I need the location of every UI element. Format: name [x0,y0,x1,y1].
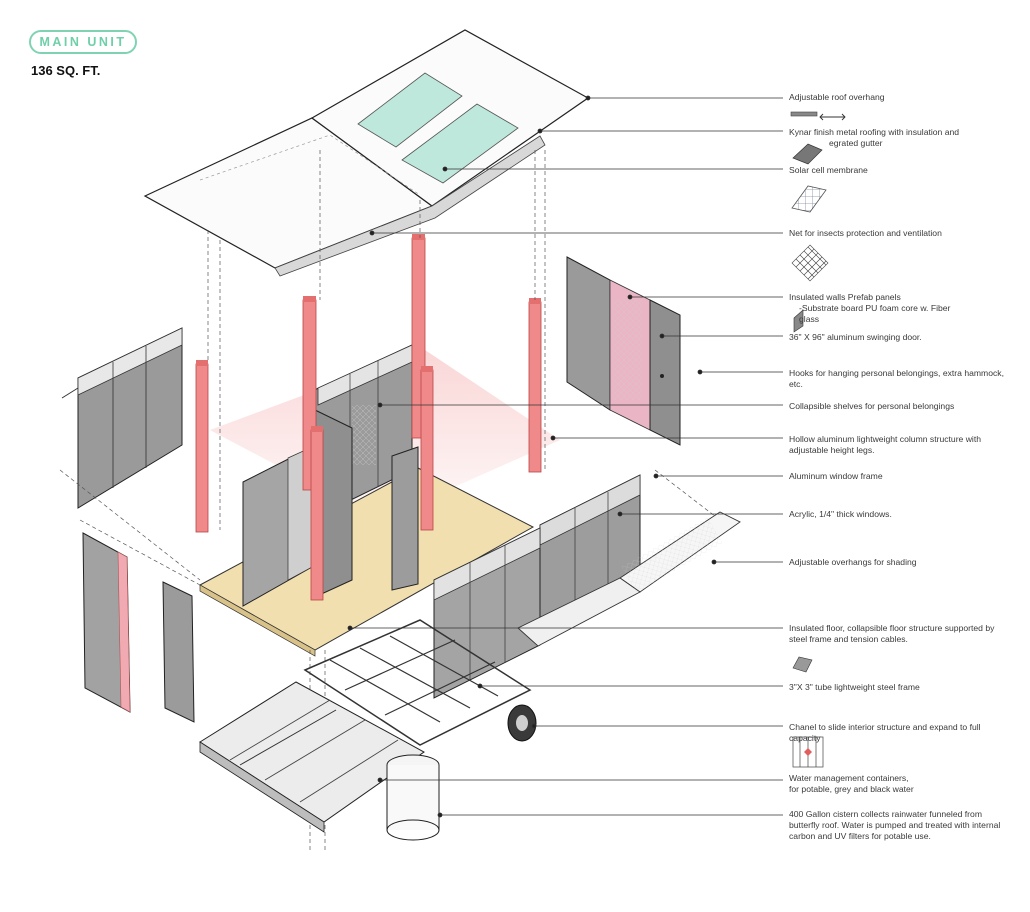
leader-dot-water-containers [377,777,383,783]
leader-dot-window-frame [653,473,659,479]
leader-dot-acrylic [617,511,623,517]
solar-grid-icon [791,185,827,213]
legend-icons [790,111,846,768]
label-line: Aluminum window frame [789,471,883,481]
label-line: -Substrate board PU foam core w. Fiber [799,303,951,313]
trailer-chassis [199,619,537,833]
metal-roofing-icon [792,143,823,165]
leader-dot-steel-frame [477,683,483,689]
label-roof-overhang: Adjustable roof overhang [789,92,1014,103]
shading-overhangs [517,511,741,647]
label-line: Insulated floor, collapsible floor struc… [789,623,995,633]
label-solar-membrane: Solar cell membrane [789,165,1014,176]
label-hooks: Hooks for hanging personal belongings, e… [789,368,1014,390]
label-shelves: Collapsible shelves for personal belongi… [789,401,1014,412]
label-insect-net: Net for insects protection and ventilati… [789,228,1014,239]
label-line: Adjustable roof overhang [789,92,885,102]
label-line: glass [799,314,820,324]
leader-dot-insect-net [369,230,375,236]
leader-dot-insulated-walls [627,294,633,300]
leader-dot-shading [711,559,717,565]
leader-dot-solar-membrane [442,166,448,172]
leader-dot-shelves [377,402,383,408]
label-line: Kynar finish metal roofing with insulati… [789,127,960,137]
aluminum-columns [195,234,542,601]
label-kynar-roofing: Kynar finish metal roofing with insulati… [789,127,1014,149]
label-columns: Hollow aluminum lightweight column struc… [789,434,1014,456]
label-line: Hollow aluminum lightweight column struc… [789,434,982,444]
wall-panel-icon [793,309,804,333]
label-line: 3"X 3" tube lightweight steel frame [789,682,920,692]
leader-dot-chanel [531,723,537,729]
label-line: Insulated walls Prefab panels [789,292,901,302]
label-window-frame: Aluminum window frame [789,471,1014,482]
steel-tube-icon [792,656,813,673]
roof-underside [274,135,546,277]
label-line: butterfly roof. Water is pumped and trea… [789,820,1001,830]
label-swing-door: 36" X 96" aluminum swinging door. [789,332,1014,343]
label-line: etc. [789,379,803,389]
label-chanel: Chanel to slide interior structure and e… [789,722,1014,744]
label-line: Chanel to slide interior structure and e… [789,722,981,732]
side-panels-left [82,532,195,723]
label-line: steel frame and tension cables. [789,634,908,644]
rainwater-cistern [386,754,440,841]
left-wall [61,327,183,509]
label-line: 36" X 96" aluminum swinging door. [789,332,922,342]
label-acrylic: Acrylic, 1/4" thick windows. [789,509,1014,520]
label-line: Hooks for hanging personal belongings, e… [789,368,1004,378]
label-water-containers: Water management containers,for potable,… [789,773,1014,795]
insect-net-icon [791,244,829,282]
main-unit-badge: MAIN UNIT [29,30,137,54]
door-panel-assembly [566,256,681,446]
water-container-icon [792,736,824,768]
leader-dot-cistern [437,812,443,818]
leader-dot-kynar-roofing [537,128,543,134]
label-line: Net for insects protection and ventilati… [789,228,942,238]
label-shading: Adjustable overhangs for shading [789,557,1014,568]
label-line: Water management containers, [789,773,909,783]
interior-partitions [242,409,419,607]
label-cistern: 400 Gallon cistern collects rainwater fu… [789,809,1014,842]
solar-panel-2 [401,103,519,184]
leader-dot-hooks [697,369,703,375]
leader-dot-swing-door [659,333,665,339]
label-line: for potable, grey and black water [789,784,914,794]
label-line: Solar cell membrane [789,165,868,175]
overhang-arrow-icon [790,111,846,121]
area-label: 136 SQ. FT. [31,63,101,78]
leader-dot-columns [550,435,556,441]
solar-panel-1 [357,72,463,148]
leader-dot-roof-overhang [585,95,591,101]
leader-dot-floor [347,625,353,631]
label-line: carbon and UV filters for potable use. [789,831,931,841]
roof [143,29,590,277]
label-line: Acrylic, 1/4" thick windows. [789,509,892,519]
label-line: 400 Gallon cistern collects rainwater fu… [789,809,982,819]
label-line: adjustable height legs. [789,445,875,455]
label-steel-frame: 3"X 3" tube lightweight steel frame [789,682,1014,693]
leader-lines [347,95,783,818]
label-line: Collapsible shelves for personal belongi… [789,401,955,411]
label-insulated-walls: Insulated walls Prefab panels-Substrate … [789,292,1014,325]
label-line: Adjustable overhangs for shading [789,557,917,567]
label-floor: Insulated floor, collapsible floor struc… [789,623,1014,645]
label-line: capacity [789,733,821,743]
label-line: egrated gutter [829,138,883,148]
